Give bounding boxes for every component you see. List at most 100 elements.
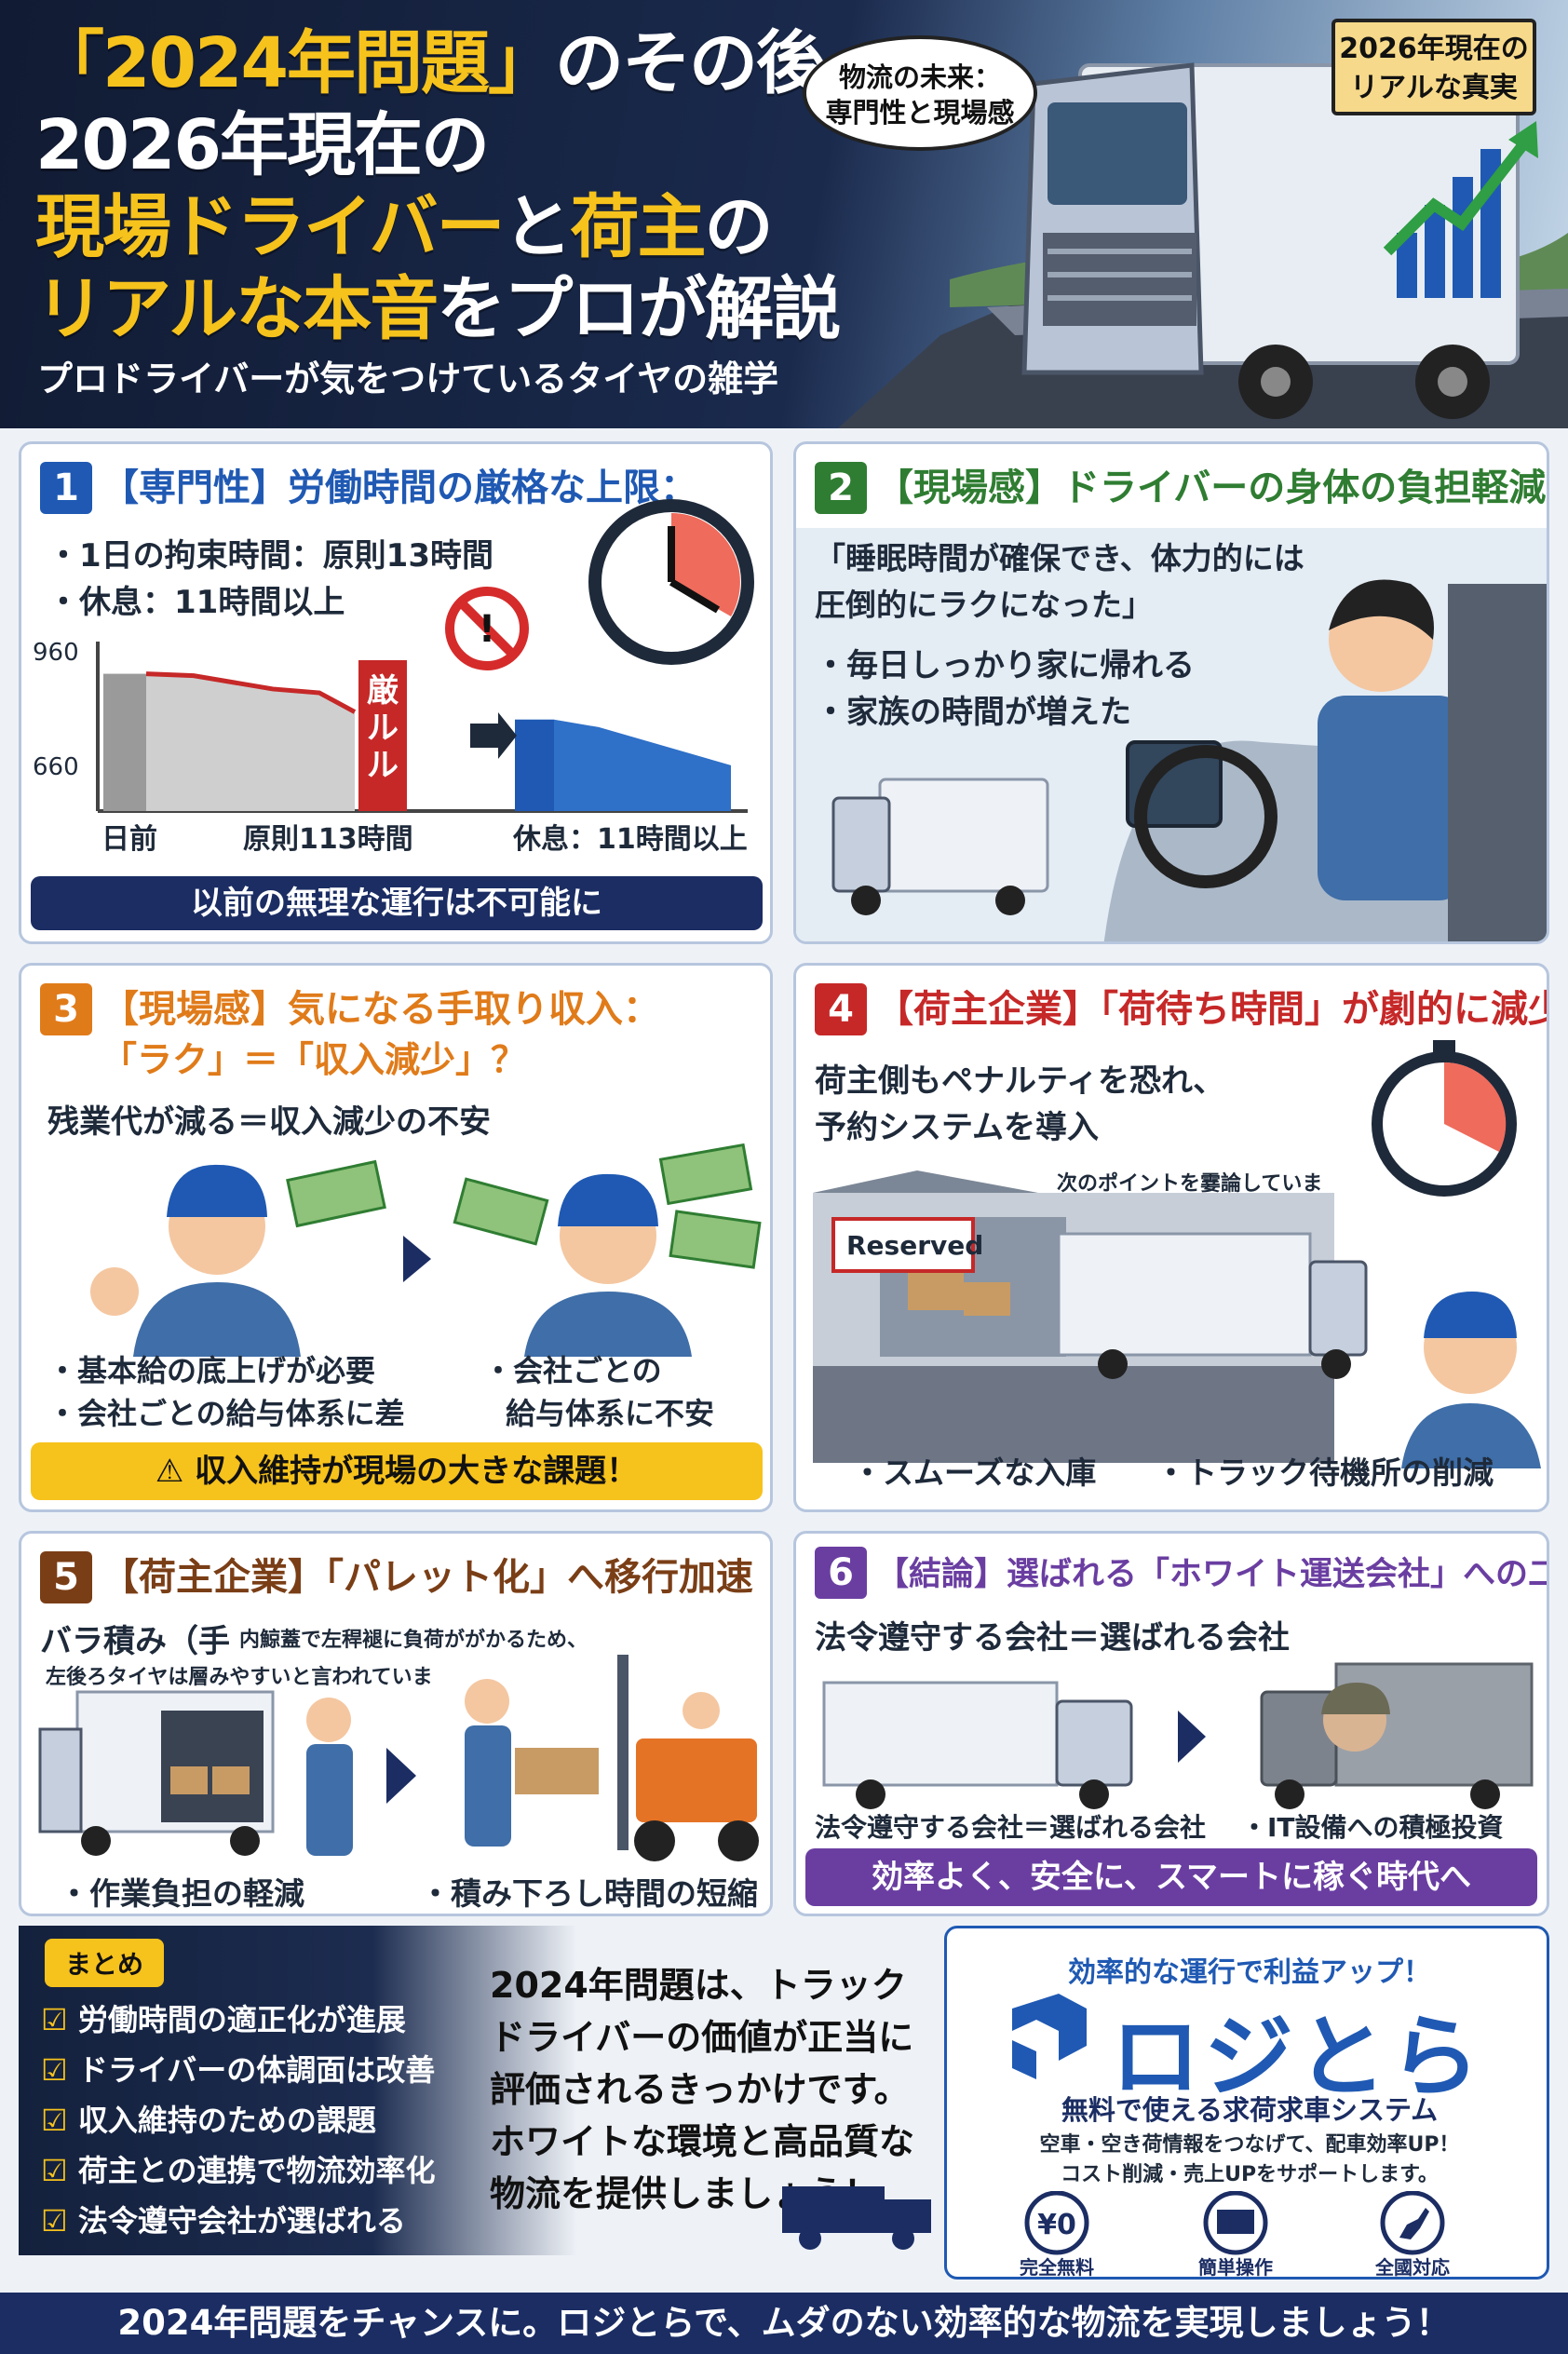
arrow-right-icon <box>470 712 517 759</box>
section-3-title-2: 「ラク」＝「収入減少」？ <box>101 1039 527 1080</box>
feature-easy: 簡単操作 <box>1198 2256 1273 2279</box>
svg-text:!: ! <box>479 608 495 651</box>
section-1-band: 以前の無理な運行は不可能に <box>31 876 763 930</box>
driver-quote: 「睡眠時間が確保でき、体力的には <box>815 540 1304 576</box>
clock-icon <box>588 499 754 665</box>
summary-message: 2024年問題は、トラックドライバーの価値が正当に評価されるきっかけです。ホワイ… <box>490 1959 914 2220</box>
ad-headline: 効率的な運行で利益アップ！ <box>1068 1956 1431 1989</box>
section-1-title: 1【専門性】労働時間の厳格な上限： <box>40 457 697 514</box>
logo-icon <box>1012 1994 1087 2079</box>
x-tick-label: 原則113時間 <box>243 823 413 856</box>
summary-message-line: ホワイトな環境と高品質な <box>490 2121 915 2162</box>
section-5-card: 5【荷主企業】「パレット化」へ移行加速 バラ積み（手 内鯨蓋で左稈褪に負荷ががか… <box>19 1531 773 1916</box>
section-4-bullet: ・トラック待機所の削減 <box>1156 1454 1494 1491</box>
feature-free: 完全無料 <box>1020 2256 1094 2279</box>
summary-message-line: ドライバーの価値が正当に <box>490 2017 914 2058</box>
checkbox-icon: ☑ <box>41 2203 78 2239</box>
section-4-text: 予約システムを導入 <box>815 1109 1099 1146</box>
line-before <box>145 671 357 714</box>
section-4-bullet: ・スムーズな入庫 <box>852 1454 1097 1491</box>
warehouse-illustration <box>813 1040 1541 1468</box>
section-3-title: 3【現場感】気になる手取り収入： <box>40 979 660 1035</box>
hero-banner: 「2024年問題」のその後。 2026年現在の 現場ドライバーと荷主の リアルな… <box>0 0 1568 428</box>
brand-name: ロジとら <box>1111 2005 1483 2109</box>
summary-item: ☑ 法令遵守会社が選ばれる <box>41 2203 406 2239</box>
status-tag: 2026年現在のリアルな真実 <box>1331 19 1536 115</box>
worried-worker-icon <box>524 1173 692 1357</box>
bar-after-1 <box>515 719 554 811</box>
no-entry-icon: ! <box>445 587 529 670</box>
section-6-caption: ・IT設備への積極投資 <box>1241 1812 1504 1843</box>
rule-bar-label: ル <box>367 747 399 784</box>
summary-item: ☑ ドライバーの体調面は改善 <box>41 2052 436 2088</box>
worker-icon <box>1401 1292 1541 1468</box>
money-icon <box>453 1143 762 1269</box>
section-5-text: バラ積み（手 <box>40 1623 230 1660</box>
section-1-bullet: ・休息：11時間以上 <box>47 584 345 621</box>
page-subtitle: プロドライバーが気をつけているタイヤの雑学 <box>37 359 779 399</box>
section-3-subtitle: 残業代が減る＝収入減少の不安 <box>47 1103 491 1141</box>
summary-message-line: 2024年問題は、トラック <box>490 1965 907 2006</box>
x-tick-label: 日前 <box>101 823 157 856</box>
truck-icon <box>38 1690 275 1856</box>
money-icon <box>286 1159 386 1228</box>
section-5-small: 内鯨蓋で左稈褪に負荷ががかるため、 <box>239 1629 588 1652</box>
checkbox-icon: ☑ <box>41 2153 78 2188</box>
section-4-small: 次のポイントを霎論していま <box>1057 1172 1323 1196</box>
section-1-card: 1【専門性】労働時間の厳格な上限： ・1日の拘束時間：原則13時間 ・休息：11… <box>19 441 773 944</box>
section-1-bullet: ・1日の拘束時間：原則13時間 <box>47 537 493 575</box>
section-5-bullet: ・積み下ろし時間の短縮 <box>420 1875 758 1912</box>
x-tick-label: 休息：11時間以上 <box>512 823 748 856</box>
summary-label: まとめ <box>45 1939 165 1987</box>
truck-icon <box>831 778 1049 915</box>
section-3-bullet: 給与体系に不安 <box>506 1396 715 1431</box>
speech-bubble: 物流の未来：専門性と現場感 <box>803 35 1037 151</box>
checkbox-icon: ☑ <box>41 2103 78 2138</box>
logitora-ad[interactable]: 効率的な運行で利益アップ！ ロジとら 無料で使える求荷求車システム 空車・空き荷… <box>944 1926 1549 2280</box>
growth-chart-icon <box>1383 121 1538 298</box>
rule-bar-label: ル <box>367 710 399 747</box>
forklift-icon <box>617 1655 759 1861</box>
truck-icon <box>822 1681 1133 1809</box>
ad-desc: コスト削減・売上UPをサポートします。 <box>1061 2163 1439 2186</box>
driver-quote: 圧倒的にラクになった」 <box>815 587 1153 623</box>
tired-worker-icon <box>306 1698 353 1856</box>
section-2-bullet: ・家族の時間が増えた <box>815 694 1131 731</box>
feature-nationwide: 全國対応 <box>1375 2256 1450 2279</box>
section-6-caption: 法令遵守する会社＝選ばれる会社 <box>815 1812 1207 1843</box>
rule-bar <box>358 660 407 811</box>
summary-panel: まとめ ☑ 労働時間の適正化が進展☑ ドライバーの体調面は改善☑ 収入維持のため… <box>19 1926 950 2255</box>
rule-bar-label: 厳 <box>367 672 399 710</box>
section-3-bullet: ・基本給の底上げが必要 <box>47 1353 376 1388</box>
page-title: 「2024年問題」のその後。 2026年現在の 現場ドライバーと荷主の リアルな… <box>35 23 892 349</box>
arrow-right-icon <box>386 1748 416 1804</box>
section-3-card: 3【現場感】気になる手取り収入： 「ラク」＝「収入減少」？ 残業代が減る＝収入減… <box>19 963 773 1512</box>
ad-desc: 空車・空き荷情報をつなげて、配車効率UP！ <box>1039 2133 1460 2157</box>
checkbox-icon: ☑ <box>41 2052 78 2088</box>
box-icon <box>515 1748 599 1794</box>
section-3-bullet: ・会社ごとの給与体系に差 <box>47 1396 405 1431</box>
reserved-sign <box>831 1217 975 1273</box>
bar-before-1 <box>103 673 146 811</box>
section-5-title: 5【荷主企業】「パレット化」へ移行加速 <box>40 1547 753 1603</box>
section-3-bullet: ・会社ごとの <box>483 1353 662 1388</box>
companies-illustration <box>822 1662 1534 1809</box>
y-tick-label: 960 <box>33 639 79 667</box>
truck-icon <box>782 2186 931 2250</box>
area-before <box>146 673 355 811</box>
summary-message-line: 評価されるきっかけです。 <box>490 2069 910 2110</box>
hero-illustration <box>838 62 1568 428</box>
section-4-text: 荷主側もペナルティを恐れ、 <box>815 1062 1225 1100</box>
section-6-text: 法令遵守する会社＝選ばれる会社 <box>815 1619 1290 1657</box>
section-5-bullet: ・作業負担の軽減 <box>59 1875 304 1912</box>
summary-item: ☑ 荷主との連携で物流効率化 <box>41 2153 436 2188</box>
y-tick-label: 660 <box>33 753 79 781</box>
reserved-sign-label: Reserved <box>846 1230 984 1261</box>
yen-zero-label: ¥0 <box>1037 2209 1076 2241</box>
free-icon <box>1024 2191 1089 2255</box>
stopwatch-icon <box>1372 1040 1517 1197</box>
arrow-right-icon <box>1178 1711 1206 1763</box>
truck-icon <box>1057 1232 1368 1379</box>
section-3-band: ⚠ 収入維持が現場の大きな課題！ <box>31 1442 763 1500</box>
happy-worker-icon <box>90 1164 301 1357</box>
